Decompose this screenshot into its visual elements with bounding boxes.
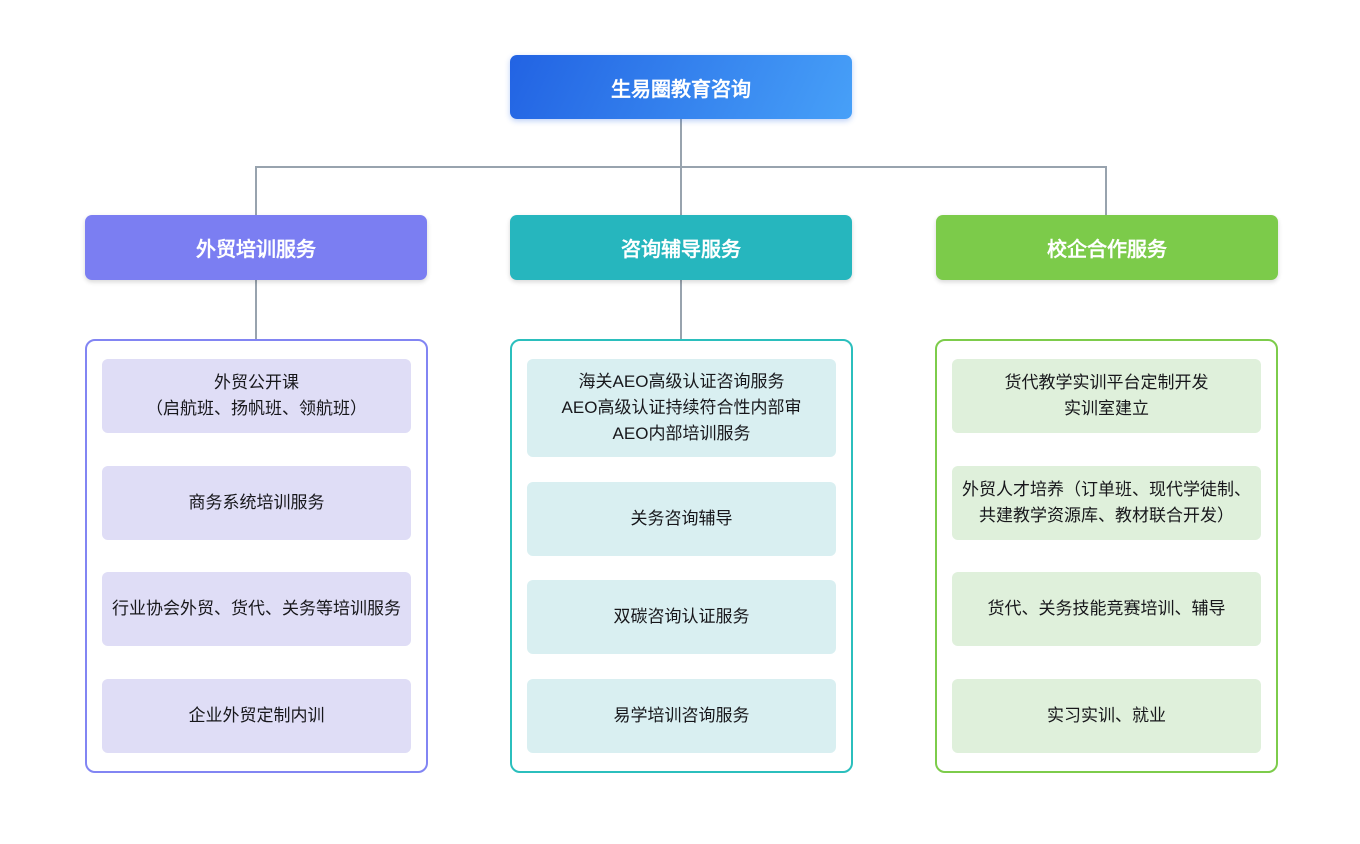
connector-drop-left — [255, 166, 257, 216]
branch-header-foreign-trade-training[interactable]: 外贸培训服务 — [85, 215, 427, 280]
branch-container-consulting-coaching: 海关AEO高级认证咨询服务 AEO高级认证持续符合性内部审 AEO内部培训服务 … — [510, 339, 853, 773]
leaf-node[interactable]: 海关AEO高级认证咨询服务 AEO高级认证持续符合性内部审 AEO内部培训服务 — [527, 359, 836, 457]
leaf-node[interactable]: 外贸公开课 （启航班、扬帆班、领航班） — [102, 359, 411, 433]
leaf-node[interactable]: 货代、关务技能竞赛培训、辅导 — [952, 572, 1261, 647]
root-node[interactable]: 生易圈教育咨询 — [510, 55, 852, 119]
root-node-label: 生易圈教育咨询 — [611, 78, 751, 101]
connector-middle-header-to-container — [680, 280, 682, 339]
leaf-node[interactable]: 关务咨询辅导 — [527, 481, 836, 556]
branch-header-label: 外贸培训服务 — [196, 239, 316, 261]
connector-root-stub — [680, 119, 682, 167]
branch-container-foreign-trade-training: 外贸公开课 （启航班、扬帆班、领航班） 商务系统培训服务 行业协会外贸、货代、关… — [85, 339, 428, 773]
leaf-node[interactable]: 外贸人才培养（订单班、现代学徒制、共建教学资源库、教材联合开发） — [952, 465, 1261, 540]
connector-drop-middle — [680, 166, 682, 216]
leaf-node[interactable]: 双碳咨询认证服务 — [527, 580, 836, 655]
leaf-node[interactable]: 易学培训咨询服务 — [527, 678, 836, 753]
connector-drop-right — [1105, 166, 1107, 216]
branch-header-school-enterprise-cooperation[interactable]: 校企合作服务 — [936, 215, 1278, 280]
leaf-node[interactable]: 企业外贸定制内训 — [102, 678, 411, 753]
branch-header-label: 校企合作服务 — [1047, 239, 1167, 261]
branch-header-label: 咨询辅导服务 — [621, 239, 741, 261]
branch-container-school-enterprise-cooperation: 货代教学实训平台定制开发 实训室建立 外贸人才培养（订单班、现代学徒制、共建教学… — [935, 339, 1278, 773]
connector-left-header-to-container — [255, 280, 257, 339]
branch-header-consulting-coaching[interactable]: 咨询辅导服务 — [510, 215, 852, 280]
leaf-node[interactable]: 行业协会外贸、货代、关务等培训服务 — [102, 572, 411, 647]
leaf-node[interactable]: 商务系统培训服务 — [102, 465, 411, 540]
leaf-node[interactable]: 实习实训、就业 — [952, 678, 1261, 753]
leaf-node[interactable]: 货代教学实训平台定制开发 实训室建立 — [952, 359, 1261, 433]
